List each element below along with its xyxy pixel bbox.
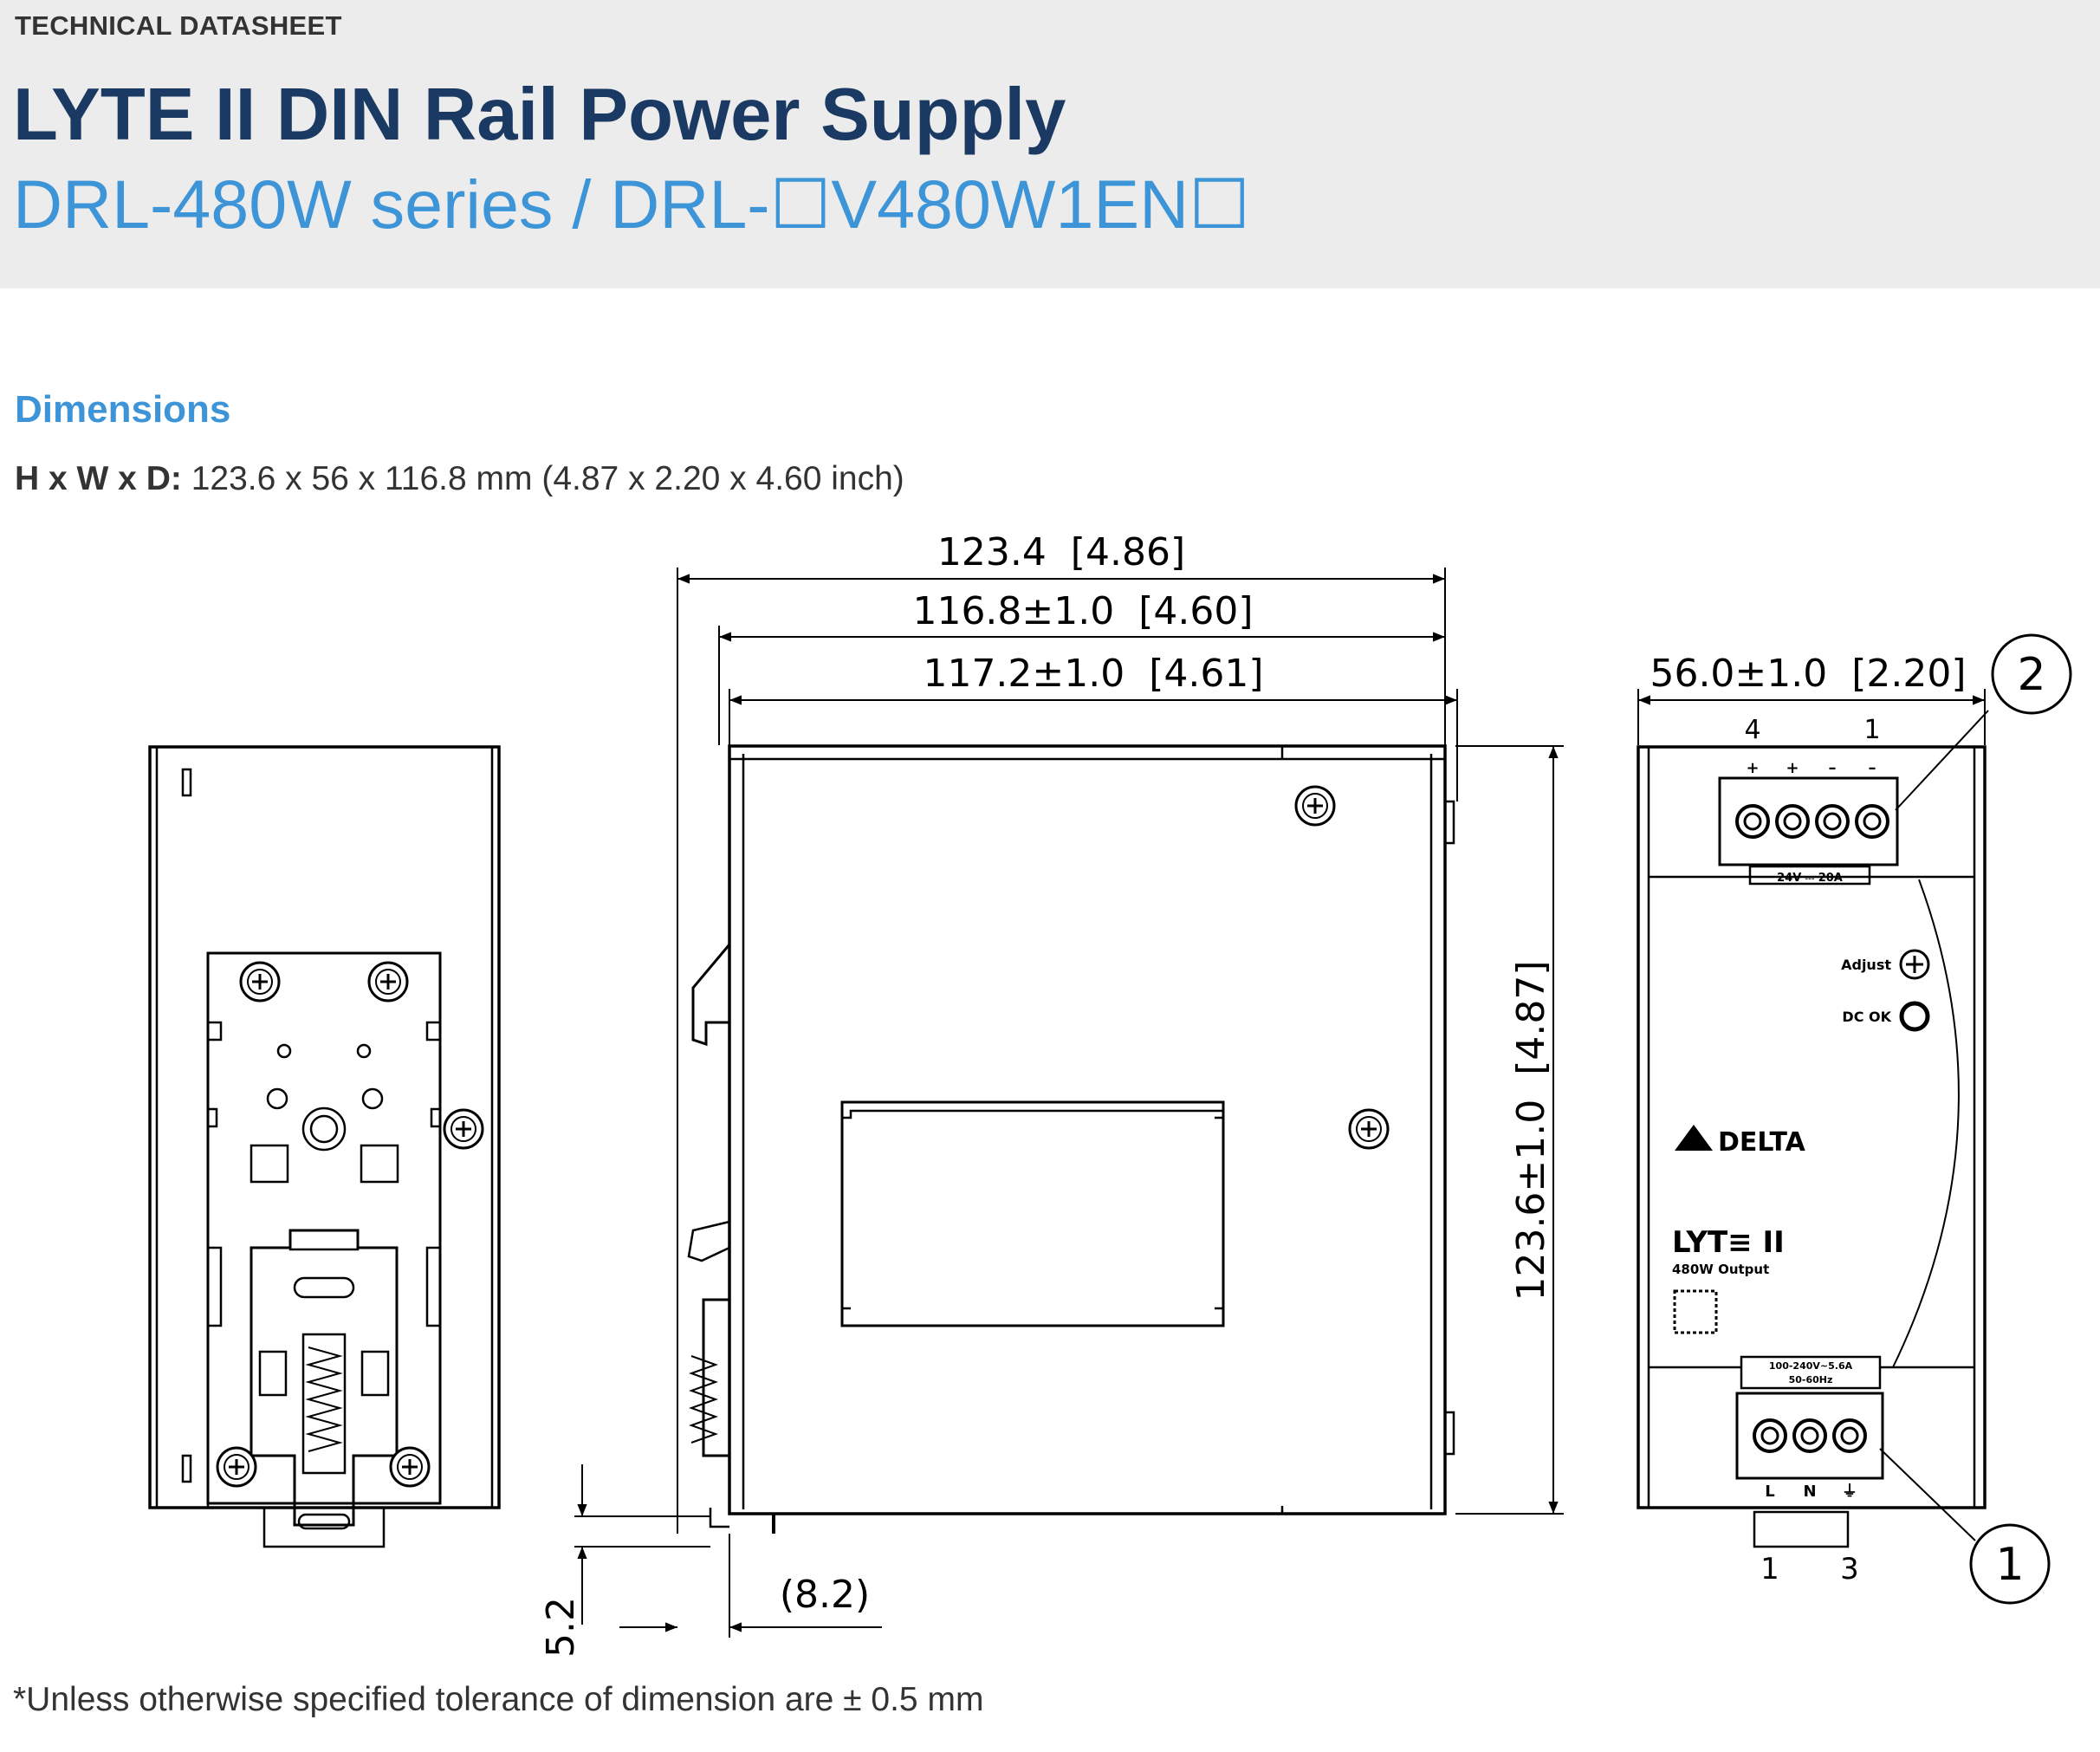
- dcok-label: DC OK: [1842, 1009, 1891, 1025]
- section-title: Dimensions: [15, 388, 231, 431]
- terminal-number-1-bottom: 1: [1760, 1552, 1779, 1587]
- polarity-3: –: [1829, 759, 1837, 777]
- dimension-lines: [574, 568, 2072, 1638]
- dim-offset: 5.2: [539, 1597, 583, 1658]
- page-title: LYTE II DIN Rail Power Supply: [13, 74, 1066, 156]
- rear-view: [148, 745, 501, 1548]
- output-label: 480W Output: [1672, 1262, 1769, 1277]
- dim-width: 56.0±1.0 [2.20]: [1650, 652, 1966, 696]
- callout-1: 1: [1995, 1539, 2024, 1591]
- callout-2: 2: [2017, 649, 2045, 701]
- side-spring: [689, 1355, 718, 1444]
- dim-depth-2: 117.2±1.0 [4.61]: [923, 652, 1263, 696]
- input-term-l: L: [1765, 1483, 1774, 1501]
- page-subtitle: DRL-480W series / DRL-☐V480W1EN☐: [13, 165, 1250, 243]
- dim-rail: (8.2): [780, 1573, 870, 1617]
- polarity-4: –: [1869, 759, 1876, 777]
- adjust-label: Adjust: [1841, 957, 1891, 973]
- dim-depth: 116.8±1.0 [4.60]: [912, 589, 1253, 633]
- dimensions-summary: H x W x D: 123.6 x 56 x 116.8 mm (4.87 x…: [15, 460, 904, 498]
- doc-type-label: TECHNICAL DATASHEET: [15, 10, 342, 41]
- product-logo: LYT≡ II: [1672, 1225, 1785, 1260]
- input-term-n: N: [1803, 1483, 1816, 1501]
- rear-spring: [305, 1346, 343, 1452]
- delta-logo-icon: [1675, 1125, 1713, 1151]
- mounting-screws: [216, 785, 1390, 1488]
- header-band: TECHNICAL DATASHEET LYTE II DIN Rail Pow…: [0, 0, 2100, 289]
- dimensions-label: H x W x D:: [15, 460, 182, 497]
- dim-height: 123.6±1.0 [4.87]: [1509, 960, 1553, 1301]
- input-rating-2: 50-60Hz: [1789, 1374, 1833, 1385]
- output-rating: 24V ⎓ 20A: [1777, 872, 1843, 885]
- terminal-number-1-top: 1: [1863, 715, 1880, 745]
- dim-overall-depth: 123.4 [4.86]: [937, 530, 1185, 574]
- input-rating-1: 100-240V~5.6A: [1769, 1360, 1853, 1372]
- side-view: [687, 744, 1455, 1534]
- qr-code-icon: [1673, 1289, 1718, 1334]
- front-view: [1637, 745, 1987, 1548]
- input-term-ground: ⏚: [1842, 1483, 1857, 1501]
- front-indicators: [1673, 949, 1930, 1334]
- terminal-number-3: 3: [1840, 1552, 1859, 1587]
- terminal-number-4: 4: [1744, 715, 1760, 745]
- brand-logo: DELTA: [1718, 1127, 1806, 1158]
- polarity-2: +: [1786, 759, 1799, 777]
- dimensions-value: 123.6 x 56 x 116.8 mm (4.87 x 2.20 x 4.6…: [181, 460, 904, 497]
- tolerance-footnote: *Unless otherwise specified tolerance of…: [13, 1681, 984, 1718]
- polarity-1: +: [1746, 759, 1759, 777]
